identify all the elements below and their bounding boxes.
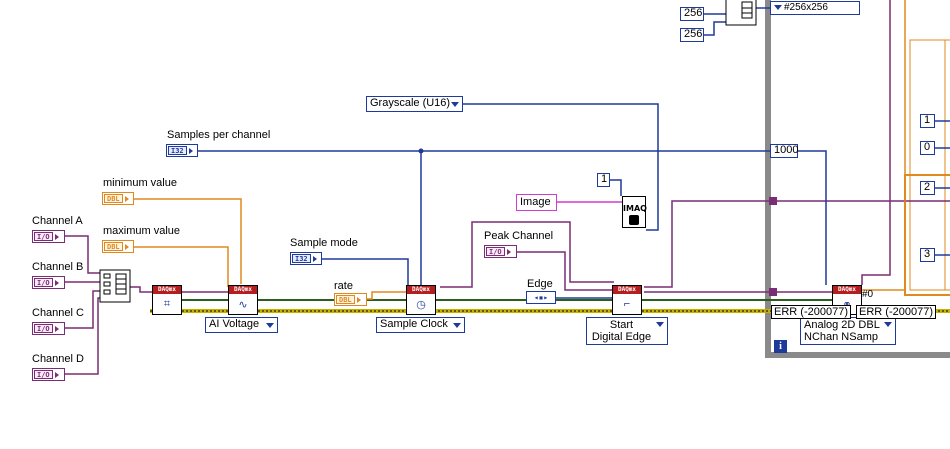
read-type-line1: Analog 2D DBL	[804, 319, 880, 331]
task-icon: ⌗	[163, 297, 171, 310]
terminal-arrow-icon	[312, 255, 317, 262]
dbl-type-label: DBL	[104, 194, 123, 203]
terminal-arrow-icon	[54, 325, 59, 332]
image-constant[interactable]: Image	[516, 194, 557, 211]
daqmx-header: DAQmx	[153, 286, 181, 294]
read-type-selector[interactable]: Analog 2D DBL NChan NSamp	[800, 317, 896, 345]
ai-voltage-value: AI Voltage	[209, 318, 260, 330]
loop-tunnel	[769, 288, 777, 296]
io-type-label: I/O	[34, 370, 53, 379]
sample-clock-value: Sample Clock	[380, 318, 448, 330]
daqmx-header: DAQmx	[407, 286, 435, 294]
terminal-arrow-icon	[188, 147, 193, 154]
channel-c-label: Channel C	[32, 307, 84, 319]
read-glasses-icon: ⚭	[833, 294, 861, 314]
samples-per-channel-label: Samples per channel	[167, 129, 271, 141]
daqmx-timing-vi[interactable]: DAQmx ◷	[406, 285, 436, 315]
dropdown-arrow-icon	[884, 322, 892, 327]
trigger-type-line1: Start	[609, 319, 634, 331]
array-size-value: #256x256	[784, 2, 828, 13]
image-type-value: Grayscale (U16)	[370, 97, 451, 109]
io-type-label: I/O	[34, 278, 53, 287]
rate-label: rate	[334, 280, 353, 292]
waveform-icon: ∿	[238, 298, 248, 311]
daqmx-header: DAQmx	[833, 286, 861, 294]
maximum-value-label: maximum value	[103, 225, 181, 237]
daqmx-create-task-vi[interactable]: DAQmx ⌗	[152, 285, 182, 315]
sample-mode-terminal[interactable]: I32	[290, 252, 322, 265]
imaq-label: IMAQ	[623, 204, 647, 213]
imaq-border-constant[interactable]: 1	[597, 173, 610, 187]
index-constant[interactable]: 2	[920, 181, 935, 195]
terminal-arrow-icon	[506, 248, 511, 255]
channel-a-terminal[interactable]: I/O	[32, 230, 65, 243]
dbl-type-label: DBL	[104, 242, 123, 251]
sample-clock-selector[interactable]: Sample Clock	[376, 317, 465, 333]
i32-type-label: I32	[168, 146, 187, 155]
terminal-arrow-icon	[54, 371, 59, 378]
error-right-indicator: ERR (-200077)	[856, 305, 936, 319]
sample-mode-label: Sample mode	[290, 237, 358, 249]
channel-b-terminal[interactable]: I/O	[32, 276, 65, 289]
io-type-label: I/O	[34, 232, 53, 241]
terminal-arrow-icon	[54, 233, 59, 240]
daqmx-header: DAQmx	[613, 286, 641, 294]
dropdown-arrow-icon	[453, 323, 461, 328]
maximum-value-terminal[interactable]: DBL	[102, 240, 134, 253]
timeout-constant[interactable]: 1000	[770, 144, 798, 158]
read-type-line2: NChan NSamp	[804, 331, 878, 343]
channel-d-terminal[interactable]: I/O	[32, 368, 65, 381]
channel-b-label: Channel B	[32, 261, 84, 273]
array-size-indicator: #256x256	[770, 1, 860, 15]
dbl-type-label: DBL	[336, 295, 355, 304]
daqmx-header: DAQmx	[229, 286, 257, 294]
info-icon[interactable]: i	[774, 340, 787, 353]
daqmx-trigger-vi[interactable]: DAQmx ⌐	[612, 285, 642, 315]
edge-terminal[interactable]: ◂▪▸	[526, 291, 556, 304]
trigger-type-selector[interactable]: Start Digital Edge	[586, 317, 668, 345]
index-constant[interactable]: 3	[920, 248, 935, 262]
minimum-value-terminal[interactable]: DBL	[102, 192, 134, 205]
channel-c-terminal[interactable]: I/O	[32, 322, 65, 335]
i32-type-label: I32	[292, 254, 311, 263]
peak-channel-terminal[interactable]: I/O	[484, 245, 517, 258]
clock-icon: ◷	[416, 298, 426, 311]
ai-voltage-selector[interactable]: AI Voltage	[205, 317, 278, 333]
index-constant[interactable]: 0	[920, 141, 935, 155]
samples-per-channel-terminal[interactable]: I32	[166, 144, 198, 157]
terminal-arrow-icon	[356, 296, 361, 303]
peak-channel-label: Peak Channel	[484, 230, 554, 242]
terminal-arrow-icon	[124, 243, 129, 250]
io-type-label: I/O	[486, 247, 505, 256]
edge-label: Edge	[527, 278, 553, 290]
dropdown-arrow-icon	[266, 323, 274, 328]
dropdown-arrow-icon	[656, 322, 664, 327]
enum-arrows-icon: ◂▪▸	[533, 293, 549, 302]
channel-d-label: Channel D	[32, 353, 84, 365]
minimum-value-label: minimum value	[103, 177, 177, 189]
trigger-edge-icon: ⌐	[623, 298, 631, 310]
width-constant[interactable]: 256	[680, 7, 704, 21]
image-type-ring[interactable]: Grayscale (U16)	[366, 96, 463, 112]
rate-terminal[interactable]: DBL	[334, 293, 367, 306]
trigger-type-line2: Digital Edge	[591, 331, 652, 343]
dropdown-arrow-icon	[774, 5, 782, 10]
dropdown-arrow-icon	[451, 102, 459, 107]
while-loop-frame[interactable]	[765, 0, 950, 358]
terminal-arrow-icon	[124, 195, 129, 202]
daqmx-create-channel-vi[interactable]: DAQmx ∿	[228, 285, 258, 315]
iteration-index: #0	[862, 289, 874, 300]
index-constant[interactable]: 1	[920, 114, 935, 128]
error-left-indicator: ERR (-200077)	[771, 305, 851, 319]
channel-a-label: Channel A	[32, 215, 83, 227]
terminal-arrow-icon	[54, 279, 59, 286]
height-constant[interactable]: 256	[680, 28, 704, 42]
imaq-create-vi[interactable]: IMAQ	[622, 196, 647, 228]
imaq-create-icon	[629, 215, 639, 225]
io-type-label: I/O	[34, 324, 53, 333]
loop-tunnel	[769, 197, 777, 205]
